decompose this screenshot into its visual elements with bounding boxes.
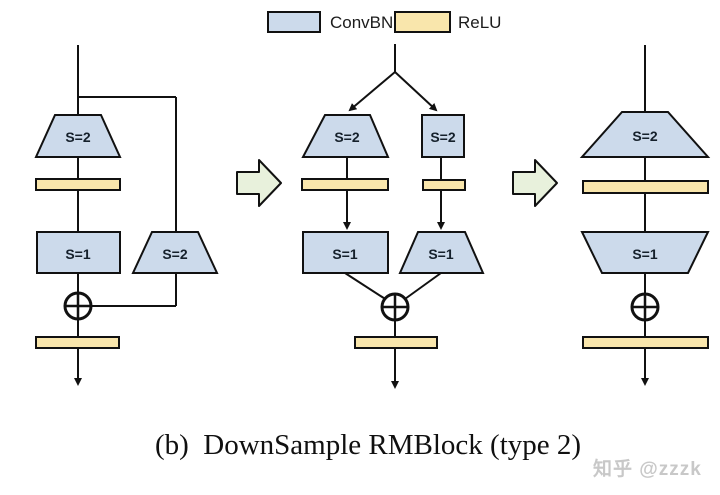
convbn-rect-stride1	[36, 231, 121, 274]
legend: ConvBN ReLU	[267, 11, 501, 33]
legend-relu-swatch	[394, 11, 451, 33]
convbn-stride1-label: S=1	[65, 246, 91, 262]
relu-bar	[35, 336, 120, 349]
convbn-right-stride2-label: S=2	[430, 129, 456, 145]
convbn-skip-stride2-label: S=2	[162, 246, 188, 262]
relu-bar	[301, 178, 389, 191]
transform-arrow-icon	[512, 159, 558, 207]
diagram-left: S=2 S=1 S=2	[34, 45, 219, 386]
convbn-trapezoid-stride2	[34, 114, 122, 158]
convbn-square-stride2	[421, 114, 465, 158]
convbn-rect-stride1	[302, 231, 389, 274]
diagram-right: S=2 S=1	[579, 45, 711, 386]
convbn-trapezoid-stride2	[579, 111, 711, 158]
watermark: 知乎 @zzzk	[593, 457, 702, 480]
convbn-left-stride1-label: S=1	[332, 246, 358, 262]
figure-caption: (b) DownSample RMBlock (type 2)	[155, 429, 581, 461]
branch-arrow-right	[394, 71, 438, 112]
convbn-right-stride1-label: S=1	[428, 246, 454, 262]
convbn-trapezoid-stride1	[398, 231, 485, 274]
convbn-stride2-label: S=2	[65, 129, 91, 145]
diagram-left-wires	[74, 45, 177, 386]
sum-plus-icon	[630, 292, 660, 322]
legend-convbn-label: ConvBN	[330, 13, 393, 32]
diagram-middle: S=2 S=2 S=1 S=1	[301, 44, 485, 389]
relu-bar	[582, 180, 709, 194]
relu-bar	[35, 178, 121, 191]
convbn-trapezoid-stride2	[301, 114, 390, 158]
legend-convbn-swatch	[267, 11, 321, 33]
convbn-left-stride2-label: S=2	[334, 129, 360, 145]
transform-arrow-icon	[236, 159, 282, 207]
relu-bar	[354, 336, 438, 349]
sum-plus-icon	[380, 292, 410, 322]
legend-relu-label: ReLU	[458, 13, 501, 32]
sum-plus-icon	[63, 291, 93, 321]
convbn-stride2-label: S=2	[632, 128, 658, 144]
convbn-stride1-label: S=1	[632, 246, 658, 262]
relu-bar	[582, 336, 709, 349]
relu-bar	[422, 179, 466, 191]
convbn-skip-trapezoid-stride2	[131, 231, 219, 274]
convbn-inverted-trapezoid-stride1	[580, 231, 710, 274]
branch-arrow-left	[348, 71, 396, 112]
diagram-middle-wires	[343, 44, 445, 389]
